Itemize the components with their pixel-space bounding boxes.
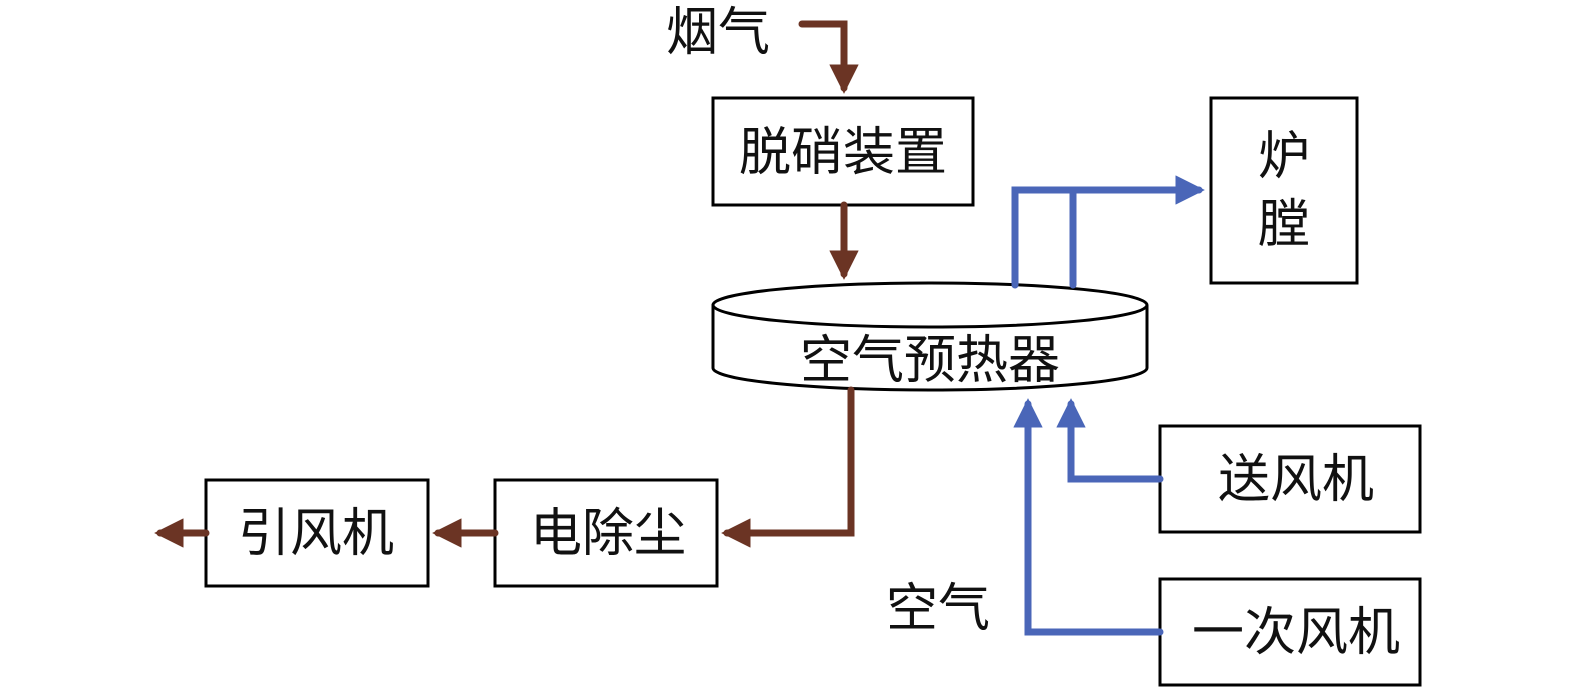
preheater-to-precipitator-arrow [721,386,855,548]
forced-draft-fan-label: 送风机 [1218,450,1374,510]
air-preheater-cylinder [711,281,1149,392]
denitrification-label: 脱硝装置 [739,123,947,183]
induced-draft-fan-label: 引风机 [238,504,394,564]
furnace-box [1209,96,1359,285]
primary-air-fan-label: 一次风机 [1192,603,1400,663]
primary-fan-to-preheater-arrow [1013,398,1164,636]
flue-gas-inlet-label: 烟气 [666,3,770,63]
electrostatic-precipitator-box [493,478,719,588]
furnace-label-line1: 炉 [1258,127,1310,187]
forced-draft-fan-box [1158,424,1422,534]
air-inlet-label: 空气 [886,579,990,639]
preheater-to-furnace-arrow-a [1011,175,1205,289]
flue-gas-inlet-arrow [798,20,859,94]
induced-draft-fan-box [204,478,430,588]
air-preheater-label: 空气预热器 [800,331,1060,391]
primary-air-fan-box [1158,577,1422,687]
denitrification-box [711,96,975,207]
furnace-label-line2: 膛 [1258,195,1310,255]
forced-fan-to-preheater-arrow [1056,398,1164,483]
electrostatic-precipitator-label: 电除尘 [530,504,686,564]
